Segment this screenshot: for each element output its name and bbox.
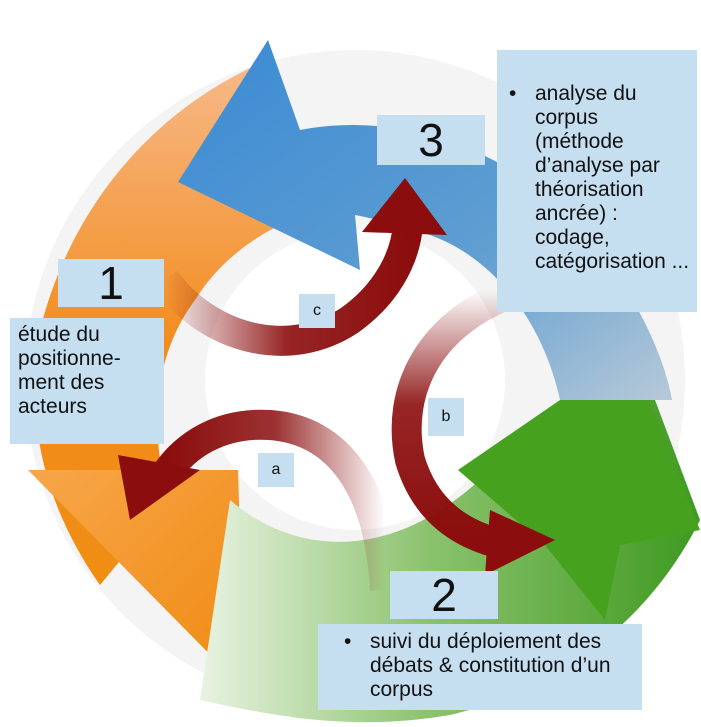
step-3-number: 3 [377,115,485,165]
step-1-description-box: étude du positionne-ment des acteurs [10,318,164,444]
transition-label-b: b [428,398,464,436]
step-1-description: étude du positionne-ment des acteurs [18,323,121,418]
step-1-number: 1 [58,259,164,307]
orange-arrow-head [28,470,245,690]
transition-arrow-b [391,275,555,575]
step-2-number: 2 [390,571,498,619]
step-3-description-box: analyse du corpus (méthode d’analyse par… [497,50,697,312]
step-2-bullet-list: suivi du déploiement des débats & consti… [334,630,634,702]
step-3-bullet: analyse du corpus (méthode d’analyse par… [509,82,691,274]
step-3-bullet-list: analyse du corpus (méthode d’analyse par… [499,82,691,274]
step-2-bullet: suivi du déploiement des débats & consti… [344,630,634,702]
transition-arrow-c [153,178,447,356]
step-2-description-box: suivi du déploiement des débats & consti… [318,624,642,710]
transition-label-c: c [299,294,335,328]
transition-label-a: a [258,453,294,487]
transition-arrow-a [118,409,400,591]
green-arrow-head [458,352,700,620]
